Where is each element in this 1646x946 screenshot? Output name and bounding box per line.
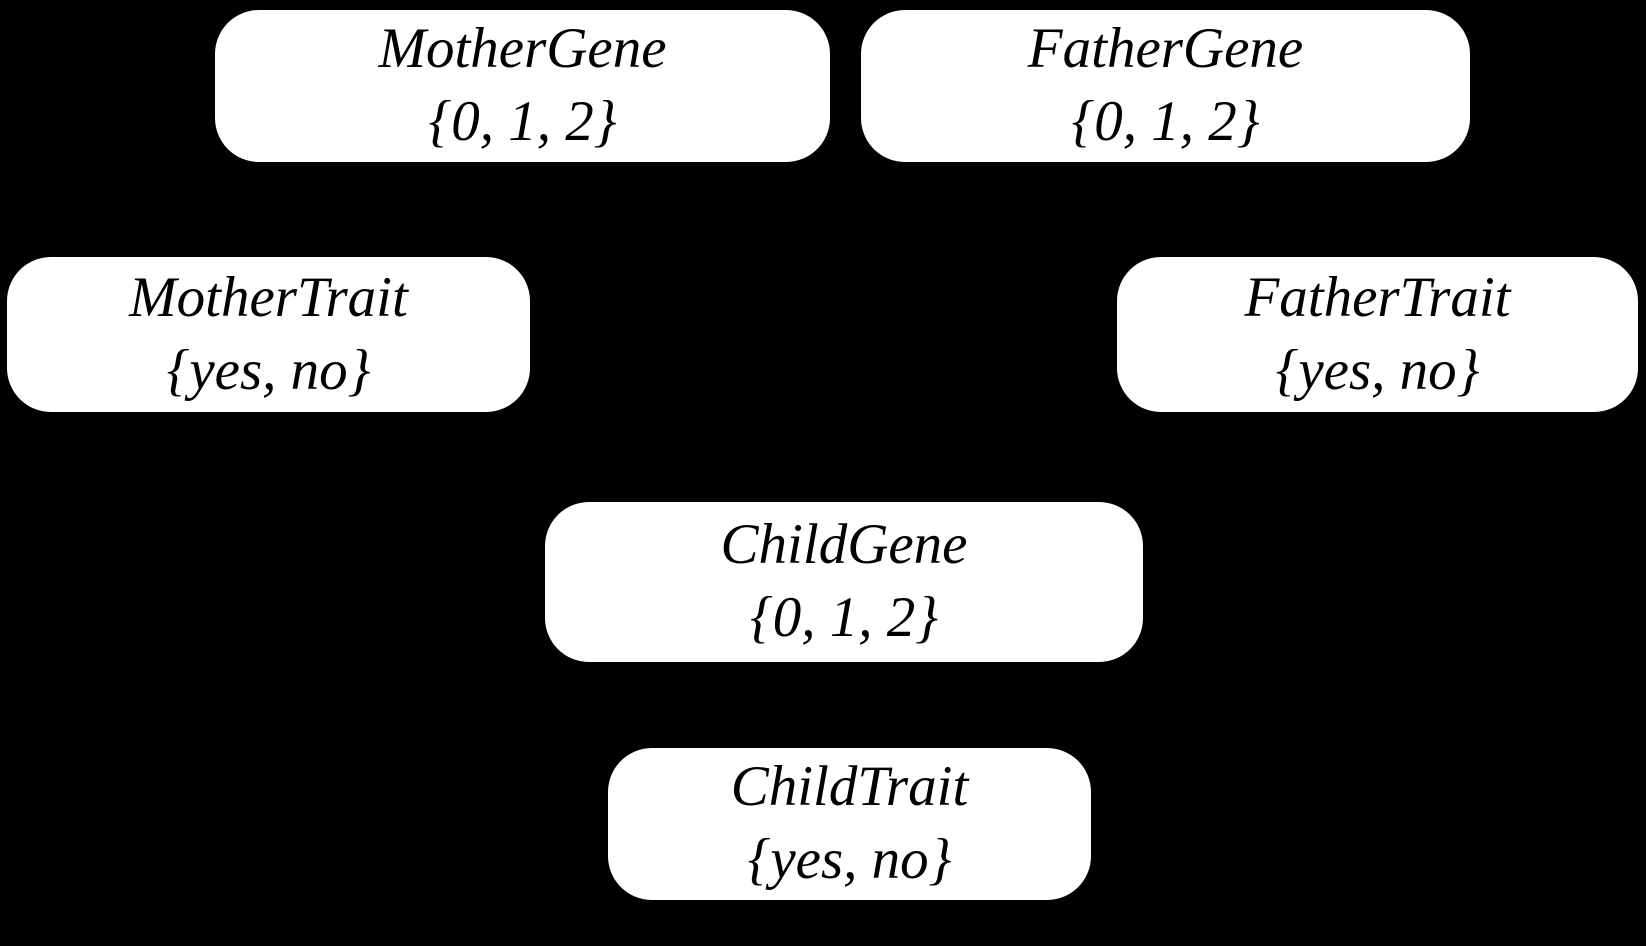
node-mother-trait: MotherTrait {yes, no}: [7, 257, 530, 412]
node-title: FatherTrait: [1244, 265, 1511, 329]
node-child-gene: ChildGene {0, 1, 2}: [545, 502, 1143, 662]
node-mother-gene: MotherGene {0, 1, 2}: [215, 10, 830, 162]
node-title: MotherTrait: [129, 265, 408, 329]
node-father-trait: FatherTrait {yes, no}: [1117, 257, 1638, 412]
node-domain: {yes, no}: [166, 338, 371, 402]
node-child-trait: ChildTrait {yes, no}: [608, 748, 1091, 900]
node-title: ChildGene: [720, 513, 968, 577]
node-domain: {0, 1, 2}: [428, 90, 617, 153]
node-title: FatherGene: [1027, 17, 1304, 81]
node-domain: {yes, no}: [1275, 338, 1480, 402]
node-title: ChildTrait: [730, 755, 969, 819]
node-domain: {yes, no}: [747, 828, 952, 891]
node-domain: {0, 1, 2}: [1071, 90, 1260, 153]
node-domain: {0, 1, 2}: [749, 586, 939, 649]
node-title: MotherGene: [378, 17, 667, 81]
node-father-gene: FatherGene {0, 1, 2}: [861, 10, 1470, 162]
